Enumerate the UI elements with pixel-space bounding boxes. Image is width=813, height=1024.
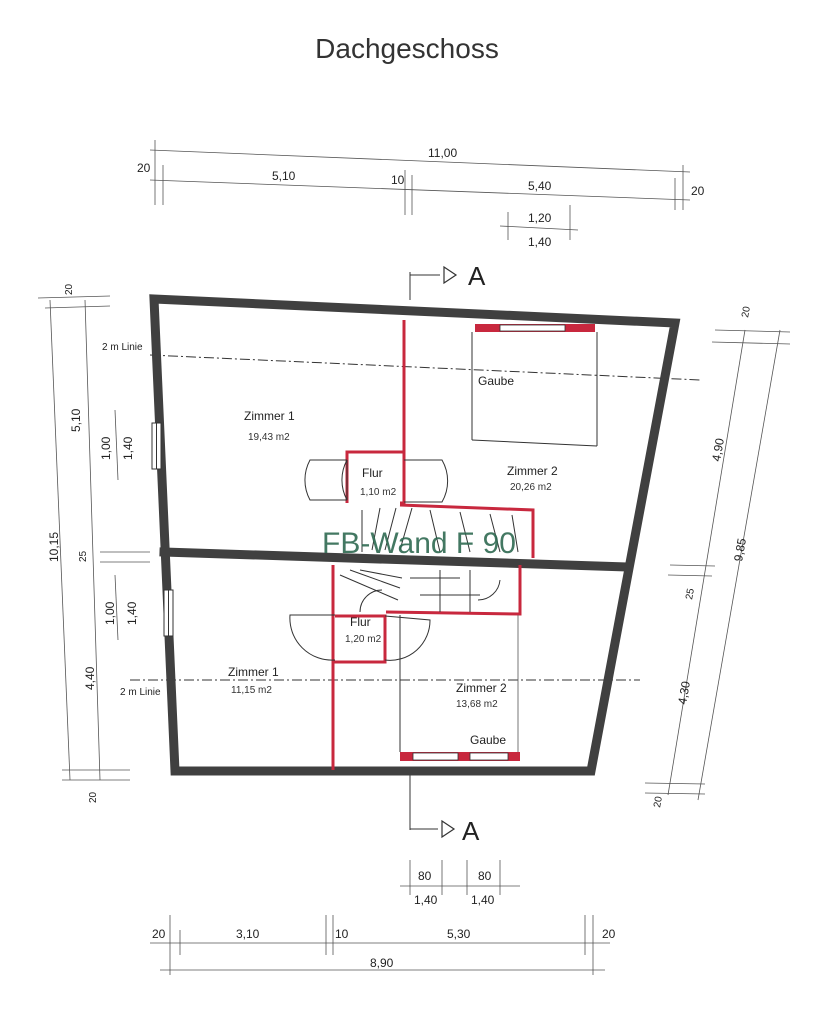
- room-name: Zimmer 1: [244, 409, 295, 423]
- room-area: 13,68 m2: [456, 699, 498, 710]
- dim-top-left-wall: 20: [137, 161, 151, 175]
- plan-title: Dachgeschoss: [315, 33, 499, 64]
- dim-left-window2: 1,00: [103, 601, 117, 625]
- dim-bottom-total: 8,90: [370, 956, 394, 970]
- staircase: [339, 507, 519, 613]
- room-name: Zimmer 2: [456, 681, 507, 695]
- doors-upper: [304, 459, 449, 503]
- dim-dormer-opening: 1,40: [528, 235, 552, 249]
- room-name: Zimmer 1: [228, 665, 279, 679]
- dim-bottom-right-wall: 20: [602, 927, 616, 941]
- room-area: 19,43 m2: [248, 432, 290, 443]
- dim-left-window1-open: 1,40: [121, 436, 135, 460]
- dim-bottom-window2: 80: [478, 869, 492, 883]
- dormer-lower: [399, 615, 520, 761]
- dim-bottom-window1-open: 1,40: [414, 893, 438, 907]
- dim-top-mid-wall: 10: [391, 173, 405, 187]
- dim-left-top-wall: 20: [64, 283, 75, 295]
- room-upper-flur: Flur 1,10 m2: [360, 466, 397, 498]
- fire-wall-stamp: FB-Wand F 90: [322, 527, 516, 560]
- right-dimensions: 20 4,90 9,85 25 4,30 20: [644, 305, 791, 809]
- top-dimensions: 11,00 20 5,10 10 5,40 20 1,20 1,40: [137, 140, 705, 249]
- doors-lower: [289, 614, 431, 661]
- dim-bottom-left-wall: 20: [152, 927, 166, 941]
- dim-top-total: 11,00: [428, 146, 457, 160]
- dim-left-seg2: 4,40: [83, 666, 97, 690]
- room-upper-zimmer2: Zimmer 2 20,26 m2: [507, 464, 558, 493]
- section-marker-bottom: A: [409, 775, 480, 846]
- room-lower-gaube: Gaube: [470, 733, 506, 747]
- dormer-upper: [471, 324, 598, 447]
- dim-top-right-wall: 20: [691, 184, 705, 198]
- dim-left-window2-open: 1,40: [125, 601, 139, 625]
- dim-right-top-wall: 20: [740, 305, 753, 318]
- two-meter-lines: 2 m Linie 2 m Linie: [102, 342, 701, 698]
- dim-bottom-seg2: 5,30: [447, 927, 471, 941]
- dim-right-total: 9,85: [731, 537, 749, 563]
- dim-bottom-mid-wall: 10: [335, 927, 349, 941]
- two-m-line-label-upper: 2 m Linie: [102, 342, 143, 353]
- dim-dormer-window: 1,20: [528, 211, 552, 225]
- dim-right-bottom-wall: 20: [652, 795, 665, 808]
- dim-right-seg1: 4,90: [709, 437, 727, 463]
- dim-bottom-window1: 80: [418, 869, 432, 883]
- left-windows: [151, 422, 174, 637]
- dim-top-seg1: 5,10: [272, 169, 296, 183]
- room-area: 1,10 m2: [360, 487, 397, 498]
- section-marker-top: A: [409, 261, 486, 300]
- dim-left-window1: 1,00: [99, 436, 113, 460]
- dim-left-total: 10,15: [47, 532, 61, 562]
- dim-right-mid-wall: 25: [684, 587, 697, 600]
- dim-left-seg1: 5,10: [69, 408, 83, 432]
- room-area: 1,20 m2: [345, 634, 382, 645]
- dim-bottom-seg1: 3,10: [236, 927, 260, 941]
- section-label-bottom: A: [462, 816, 480, 846]
- room-lower-flur: Flur 1,20 m2: [345, 615, 382, 645]
- dim-right-seg2: 4,30: [675, 680, 693, 706]
- room-name: Flur: [362, 466, 383, 480]
- room-upper-zimmer1: Zimmer 1 19,43 m2: [244, 409, 295, 443]
- section-label-top: A: [468, 261, 486, 291]
- room-lower-zimmer1: Zimmer 1 11,15 m2: [228, 665, 279, 696]
- two-m-line-label-lower: 2 m Linie: [120, 687, 161, 698]
- room-area: 20,26 m2: [510, 482, 552, 493]
- dim-left-mid-wall: 25: [78, 550, 89, 562]
- room-upper-gaube: Gaube: [478, 374, 514, 388]
- room-lower-zimmer2: Zimmer 2 13,68 m2: [456, 681, 507, 710]
- left-dimensions: 20 5,10 1,00 1,40 10,15 25 1,00 1,40 4,4…: [37, 283, 150, 803]
- dim-bottom-window2-open: 1,40: [471, 893, 495, 907]
- room-name: Flur: [350, 615, 371, 629]
- dim-top-seg2: 5,40: [528, 179, 552, 193]
- dim-left-bottom-wall: 20: [88, 791, 99, 803]
- bottom-dimensions: 80 1,40 80 1,40 20 3,10 10 5,30 20 8,90: [150, 860, 616, 975]
- room-area: 11,15 m2: [231, 685, 272, 696]
- room-name: Zimmer 2: [507, 464, 558, 478]
